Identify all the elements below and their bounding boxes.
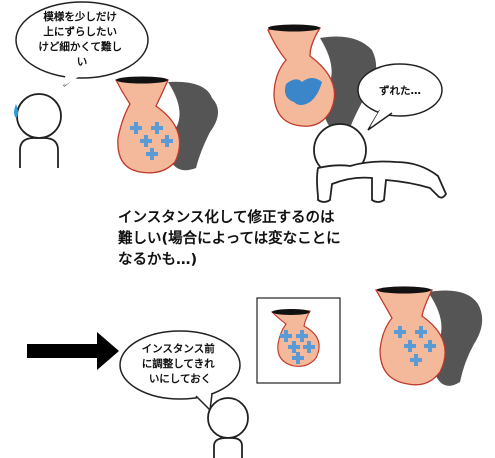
vase-fixed: [374, 286, 483, 386]
caption-line-3: なるかも…): [118, 252, 198, 268]
svg-text:インスタンス前 に調整してきれ いに: インスタンス前 に調整してきれ いにしておく: [142, 342, 219, 385]
arrow-right-icon: [27, 332, 119, 370]
worried-figure: [14, 93, 62, 168]
speech-bubble-bottom: インスタンス前 に調整してきれ いにしておく: [119, 330, 241, 412]
bubble-top-left-line-3: けど細かくて難し: [38, 40, 122, 53]
bubble-top-left-line-1: 模様を少しだけ: [43, 10, 117, 23]
caption-line-2: 難しい(場合によっては変なことに: [118, 231, 341, 247]
vase-misaligned: [267, 24, 377, 131]
bubble-bottom-line-2: に調整してきれ: [142, 357, 215, 370]
speech-bubble-top-left: 模様を少しだけ 上にずらしたい けど細かくて難し い: [15, 1, 149, 87]
sweat-drop-icon: [14, 104, 18, 118]
caption-line-1: インスタンス化して修正するのは: [118, 210, 335, 226]
bubble-bottom-line-3: いにしておく: [149, 373, 211, 385]
framed-vase-preinstance: [256, 297, 341, 384]
bubble-top-left-line-4: い: [77, 56, 88, 68]
svg-text:模様を少しだけ 上にずらしたい けど: 模様を少しだけ 上にずらしたい けど細かくて難し い: [38, 10, 125, 68]
bottom-figure: [207, 397, 249, 458]
caption: インスタンス化して修正するのは 難しい(場合によっては変なことに なるかも…): [118, 208, 378, 271]
dejected-figure: [313, 123, 448, 203]
vase-original: [115, 76, 219, 174]
bubble-top-right-text: ずれた…: [379, 84, 421, 97]
speech-bubble-top-right: ずれた…: [357, 63, 443, 131]
bubble-top-left-line-2: 上にずらしたい: [43, 25, 117, 38]
misaligned-pattern-blob: [285, 78, 322, 105]
bubble-bottom-line-1: インスタンス前: [142, 342, 216, 355]
